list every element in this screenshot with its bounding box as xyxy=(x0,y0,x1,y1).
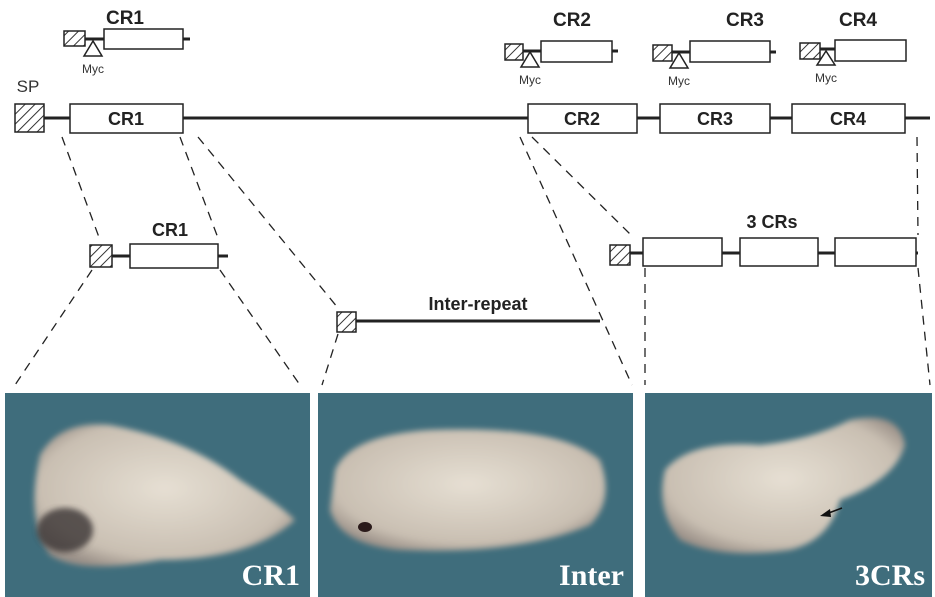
domain-label: CR3 xyxy=(697,109,733,129)
construct-label: CR2 xyxy=(553,10,591,31)
construct-cr2 xyxy=(504,40,618,68)
full-length-protein xyxy=(14,103,930,134)
subconstruct-label: 3 CRs xyxy=(746,212,797,232)
signal-peptide xyxy=(14,103,45,133)
subconstruct-inter-repeat xyxy=(336,311,600,333)
embryo-image xyxy=(34,424,295,567)
subconstruct-label: CR1 xyxy=(152,220,188,240)
subconstruct-cr1 xyxy=(89,243,228,269)
arrow-icon xyxy=(820,507,843,517)
myc-label: Myc xyxy=(815,71,837,85)
construct-cr1 xyxy=(63,28,190,57)
panel-inter: Inter xyxy=(318,393,633,597)
subconstruct-label: Inter-repeat xyxy=(428,294,527,314)
embryo-image xyxy=(662,417,905,554)
panel-label: Inter xyxy=(559,559,624,592)
panel-cr1: CR1 xyxy=(5,393,310,597)
sp-label: SP xyxy=(17,77,40,96)
myc-label: Myc xyxy=(519,73,541,87)
myc-label: Myc xyxy=(668,74,690,88)
domain-label: CR2 xyxy=(564,109,600,129)
domain-label: CR1 xyxy=(108,109,144,129)
construct-cr3 xyxy=(652,40,776,69)
myc-tag-icon xyxy=(519,50,541,68)
panel-label: 3CRs xyxy=(855,559,925,592)
myc-label: Myc xyxy=(82,62,104,76)
panel-3crs: 3CRs xyxy=(645,393,932,597)
construct-label: CR4 xyxy=(839,10,877,31)
connector-lines xyxy=(14,136,931,386)
construct-cr4 xyxy=(799,39,907,66)
domain-label: CR4 xyxy=(830,109,866,129)
panel-label: CR1 xyxy=(242,559,300,592)
construct-label: CR3 xyxy=(726,10,764,31)
myc-tag-icon xyxy=(815,49,837,66)
embryo-image xyxy=(330,429,606,551)
subconstruct-3crs xyxy=(609,237,918,267)
myc-tag-icon xyxy=(668,51,690,69)
myc-tag-icon xyxy=(82,39,104,57)
construct-label: CR1 xyxy=(106,8,144,29)
